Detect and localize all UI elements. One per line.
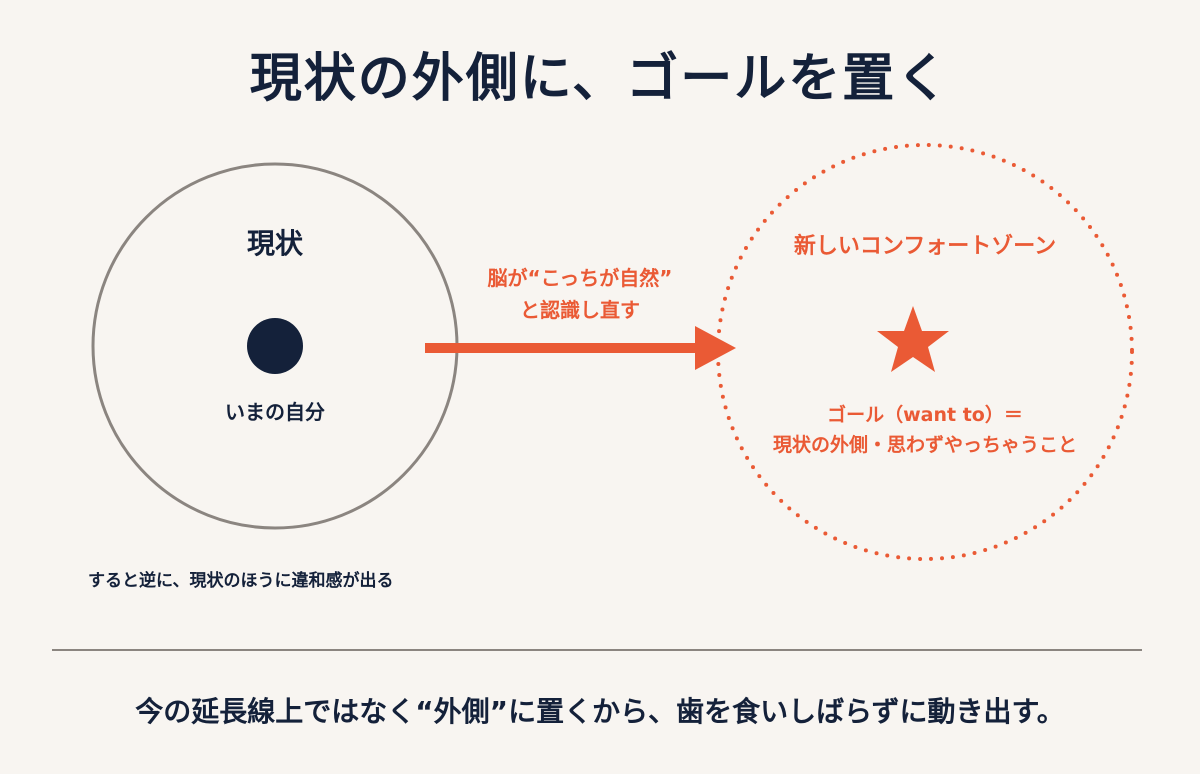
goal-description: ゴール（want to）＝ 現状の外側・思わずやっちゃうこと	[730, 400, 1120, 460]
arrow-caption-line1: 脳が“こっちが自然”	[487, 266, 673, 290]
transition-arrow-head	[695, 326, 736, 370]
goal-star-icon	[877, 306, 949, 372]
page-title: 現状の外側に、ゴールを置く	[249, 49, 951, 109]
new-zone-label: 新しいコンフォートゾーン	[793, 234, 1057, 259]
arrow-caption-line2: と認識し直す	[520, 298, 640, 322]
current-self-label: いまの自分	[225, 400, 325, 424]
arrow-caption: 脳が“こっちが自然” と認識し直す	[450, 262, 710, 326]
new-comfort-zone-circle	[716, 143, 1134, 561]
goal-line2: 現状の外側・思わずやっちゃうこと	[772, 434, 1077, 456]
goal-line1: ゴール（want to）＝	[827, 404, 1023, 426]
current-state-label: 現状	[246, 227, 303, 260]
bottom-message: 今の延長線上ではなく“外側”に置くから、歯を食いしばらずに動き出す。	[135, 695, 1065, 728]
side-note: すると逆に、現状のほうに違和感が出る	[88, 571, 394, 591]
section-divider	[52, 649, 1142, 651]
current-self-dot	[247, 318, 303, 374]
